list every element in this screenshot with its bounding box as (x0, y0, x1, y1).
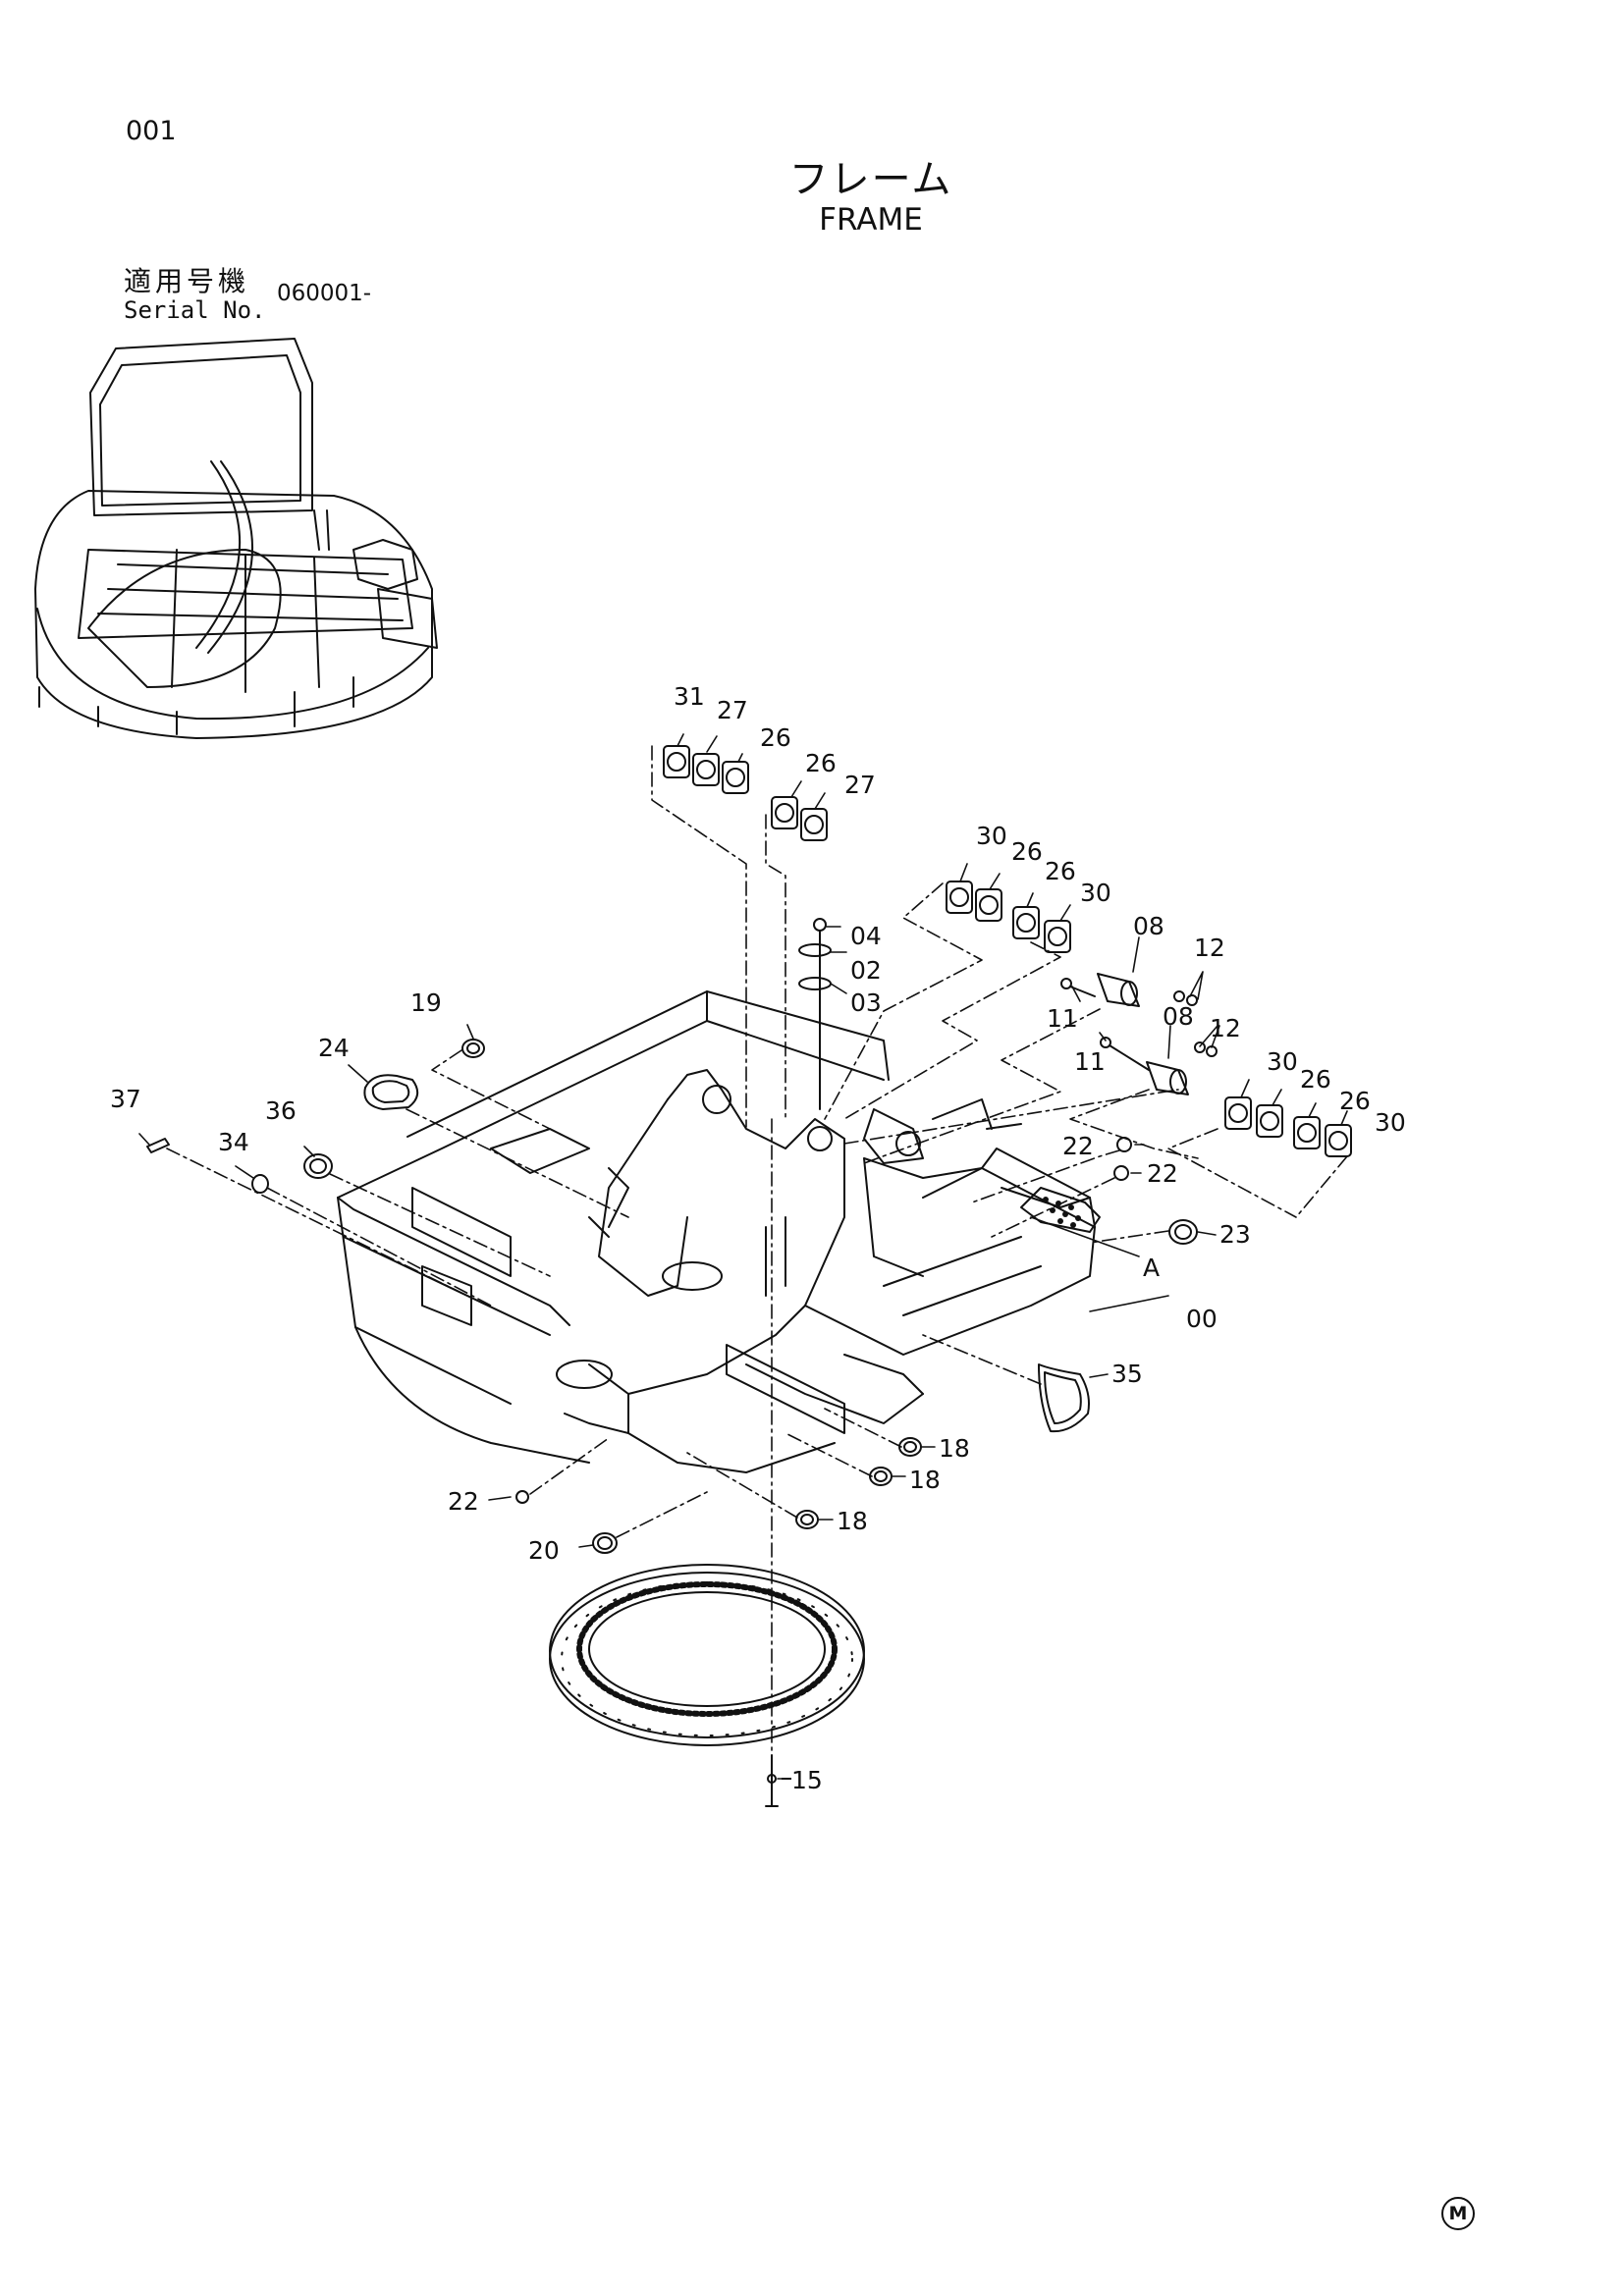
callout-26: 26 (760, 723, 791, 752)
step-plate-holes (1043, 1197, 1081, 1228)
callout-20: 20 (528, 1536, 560, 1565)
small-parts (146, 918, 1218, 1807)
callout-34: 34 (218, 1128, 249, 1156)
callout-18: 18 (939, 1434, 970, 1463)
callout-12: 12 (1194, 934, 1225, 962)
callout-23: 23 (1219, 1220, 1251, 1249)
serial-number-value: 060001- (277, 281, 372, 306)
callout-35: 35 (1111, 1360, 1143, 1388)
callout-24: 24 (318, 1034, 350, 1062)
upper-frame-assembly (337, 990, 1101, 1473)
callout-37: 37 (110, 1085, 141, 1113)
swing-bearing-ring (549, 1564, 865, 1746)
callout-36: 36 (265, 1096, 297, 1125)
callout-19: 19 (410, 988, 442, 1017)
machine-overview-illustration (34, 338, 438, 739)
shim-groups (663, 745, 1352, 1157)
serial-label-english: Serial No. (124, 296, 266, 324)
callout-26: 26 (805, 749, 837, 777)
callout-18: 18 (909, 1466, 941, 1494)
callout-30: 30 (1080, 879, 1111, 907)
callout-08: 08 (1163, 1002, 1194, 1031)
callout-26: 26 (1045, 857, 1076, 885)
m-mark-icon: M (1441, 2197, 1475, 2230)
callout-03: 03 (850, 988, 882, 1017)
callout-30: 30 (976, 822, 1007, 850)
callout-27: 27 (717, 696, 748, 724)
callout-15: 15 (791, 1766, 823, 1794)
callout-02: 02 (850, 956, 882, 985)
callout-labels: 31 27 26 26 27 30 26 26 30 04 02 03 08 1… (110, 682, 1406, 1794)
title-japanese: フレーム (788, 157, 953, 202)
serial-label-japanese: 適用号機 (124, 265, 250, 297)
page-number: 001 (126, 116, 177, 146)
callout-18: 18 (837, 1507, 868, 1535)
callout-30: 30 (1375, 1108, 1406, 1137)
callout-12: 12 (1210, 1014, 1241, 1042)
callout-08: 08 (1133, 912, 1164, 940)
callout-22: 22 (1147, 1159, 1178, 1188)
callout-22: 22 (1062, 1132, 1094, 1160)
callout-04: 04 (850, 922, 882, 950)
callout-26: 26 (1011, 837, 1043, 866)
callout-26: 26 (1300, 1065, 1331, 1094)
callout-00: 00 (1186, 1305, 1218, 1333)
callout-a: A (1143, 1254, 1160, 1282)
callout-22: 22 (448, 1487, 479, 1516)
callout-11: 11 (1074, 1047, 1106, 1076)
callout-30: 30 (1267, 1047, 1298, 1076)
callout-11: 11 (1047, 1004, 1078, 1033)
callout-31: 31 (674, 682, 705, 711)
title-english: FRAME (819, 202, 923, 238)
callout-26: 26 (1339, 1087, 1371, 1115)
leader-lines (138, 733, 1348, 1780)
callout-27: 27 (844, 771, 876, 799)
